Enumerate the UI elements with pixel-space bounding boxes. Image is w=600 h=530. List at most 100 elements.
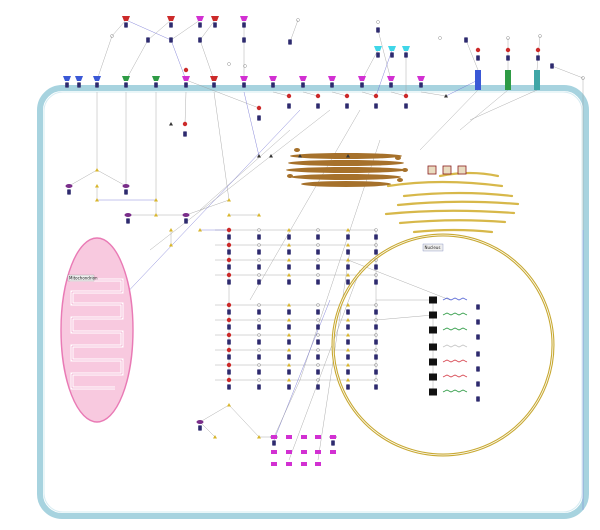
gene-node <box>390 52 394 58</box>
dna-node <box>429 343 437 351</box>
metabolite-node <box>227 403 231 407</box>
protein-node <box>63 76 71 81</box>
transcript-node <box>442 344 468 348</box>
interaction-edge <box>147 19 172 41</box>
gene-node <box>301 82 305 88</box>
interaction-edge <box>199 421 216 438</box>
enzyme-node <box>226 317 232 323</box>
gene-node <box>404 103 408 109</box>
complex-node <box>301 462 307 466</box>
gene-node <box>183 131 187 137</box>
gene-node <box>346 384 350 390</box>
transcript-node <box>442 359 468 363</box>
nucleus: Nucleus <box>331 233 555 457</box>
enzyme-node <box>226 347 232 353</box>
enzyme-node <box>315 93 321 99</box>
gene-node <box>169 37 173 43</box>
protein-node <box>299 76 307 81</box>
interaction-edge <box>459 89 509 131</box>
enzyme-node <box>475 47 481 53</box>
small-molecule-node <box>538 34 542 38</box>
gene-node <box>287 384 291 390</box>
mitochondrion: Mitochondrion <box>60 237 134 423</box>
transcript-node <box>442 297 468 301</box>
gene-node <box>184 218 188 224</box>
gene-node <box>316 324 320 330</box>
gene-node <box>257 384 261 390</box>
small-molecule-node <box>257 258 261 262</box>
gene-node <box>506 55 510 61</box>
interaction-edge <box>125 19 172 41</box>
gene-node <box>287 234 291 240</box>
small-molecule-node <box>374 303 378 307</box>
metabolite-node <box>154 213 158 217</box>
gene-node <box>374 324 378 330</box>
interaction-edge <box>420 91 447 97</box>
metabolite-node <box>95 184 99 188</box>
gene-node <box>227 309 231 315</box>
vesicle-node <box>457 165 467 175</box>
golgi-apparatus <box>286 148 408 187</box>
gene-node <box>257 369 261 375</box>
small-molecule-node <box>316 348 320 352</box>
small-molecule-node <box>257 228 261 232</box>
interaction-edge <box>199 19 216 41</box>
gene-node <box>227 339 231 345</box>
complex-node <box>301 435 307 439</box>
gene-node <box>316 264 320 270</box>
cell-membrane <box>37 85 589 519</box>
complex-node <box>196 420 204 424</box>
complex-node <box>286 450 292 454</box>
vesicle-node <box>427 165 437 175</box>
gene-node <box>330 82 334 88</box>
small-molecule-node <box>257 348 261 352</box>
gene-node <box>242 82 246 88</box>
gene-node <box>374 103 378 109</box>
small-molecule-node <box>257 333 261 337</box>
gene-node <box>227 264 231 270</box>
interaction-edge <box>199 404 230 423</box>
gene-node <box>374 264 378 270</box>
small-molecule-node <box>110 34 114 38</box>
small-molecule-node <box>227 62 231 66</box>
metabolite-node <box>154 198 158 202</box>
gene-node <box>95 82 99 88</box>
gene-node <box>316 249 320 255</box>
small-molecule-node <box>296 18 300 22</box>
gene-node <box>346 234 350 240</box>
gene-node <box>242 22 246 28</box>
gene-node <box>464 37 468 43</box>
enzyme-node <box>226 227 232 233</box>
gene-node <box>124 22 128 28</box>
metabolite-node <box>227 198 231 202</box>
interaction-edge <box>465 39 479 71</box>
protein-node <box>210 76 218 81</box>
gene-node <box>374 384 378 390</box>
gene-node <box>360 82 364 88</box>
gene-node <box>287 309 291 315</box>
protein-node <box>211 16 219 21</box>
metabolite-node <box>257 213 261 217</box>
metabolite-node <box>287 348 291 352</box>
gene-node <box>198 22 202 28</box>
dna-node <box>429 373 437 381</box>
metabolite-node <box>346 258 350 262</box>
small-molecule-node <box>374 363 378 367</box>
gene-node <box>316 369 320 375</box>
gene-node <box>257 309 261 315</box>
gene-node <box>257 249 261 255</box>
metabolite-node <box>346 348 350 352</box>
complex-node <box>65 184 73 188</box>
dna-node <box>429 358 437 366</box>
small-molecule-node <box>257 243 261 247</box>
gene-node <box>550 63 554 69</box>
complex-node <box>286 435 292 439</box>
gene-node <box>476 381 480 387</box>
dna-node <box>429 326 437 334</box>
gene-node <box>419 82 423 88</box>
gene-node <box>242 37 246 43</box>
interaction-edge <box>96 169 127 187</box>
metabolite-node <box>346 333 350 337</box>
metabolite-node <box>346 303 350 307</box>
